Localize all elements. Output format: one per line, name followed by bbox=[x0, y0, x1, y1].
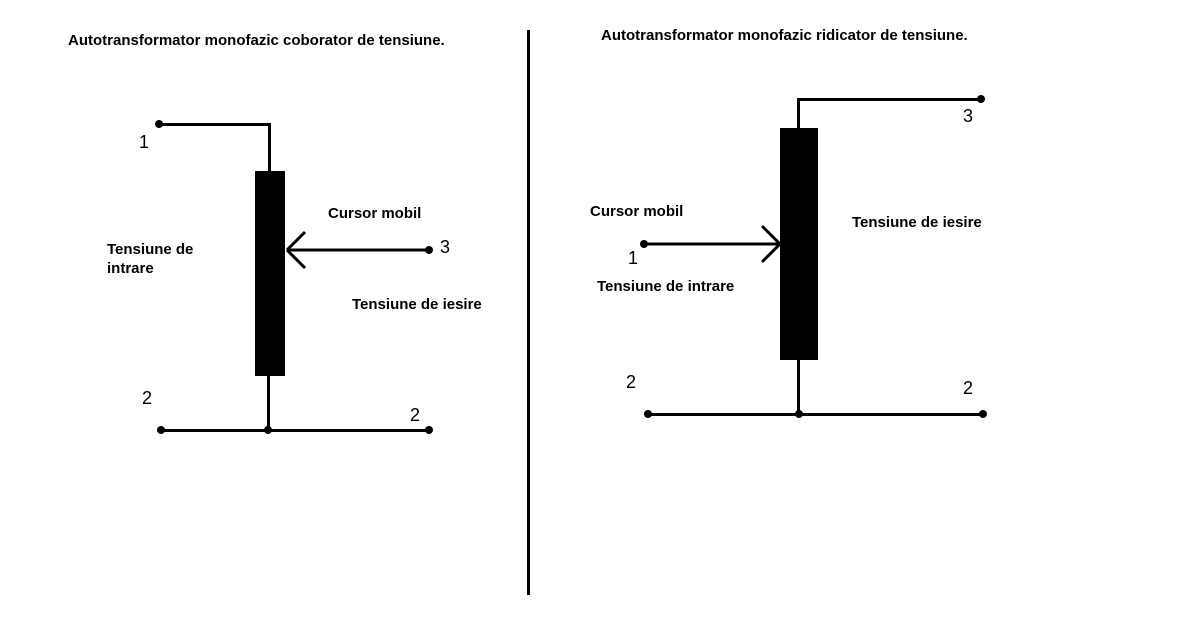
left-terminal-3-label: 3 bbox=[440, 237, 451, 257]
right-terminal-2-left-label: 2 bbox=[626, 372, 637, 392]
left-cursor-mobil-label: Cursor mobil bbox=[328, 205, 422, 222]
right-terminal-3-wire-horizontal bbox=[799, 98, 981, 101]
right-winding-bar bbox=[780, 128, 818, 360]
right-terminal-2-right-dot bbox=[979, 410, 987, 418]
right-output-voltage-label: Tensiune de iesire bbox=[852, 214, 982, 231]
right-diagram-title: Autotransformator monofazic ridicator de… bbox=[601, 27, 968, 44]
left-output-voltage-label: Tensiune de iesire bbox=[352, 296, 482, 313]
left-terminal-3-dot bbox=[425, 246, 433, 254]
right-terminal-2-junction-dot bbox=[795, 410, 803, 418]
right-terminal-1-label: 1 bbox=[628, 248, 639, 268]
right-cursor-mobil-label: Cursor mobil bbox=[590, 203, 684, 220]
left-winding-bar bbox=[255, 171, 285, 376]
left-terminal-2-right-label: 2 bbox=[410, 405, 421, 425]
left-winding-bottom-wire bbox=[267, 376, 270, 431]
right-terminal-2-rail bbox=[648, 413, 983, 416]
right-terminal-3-label: 3 bbox=[963, 106, 974, 126]
left-terminal-1-wire-vertical bbox=[268, 123, 271, 172]
panel-divider-line bbox=[527, 30, 530, 595]
right-terminal-3-dot bbox=[977, 95, 985, 103]
left-terminal-1-wire-horizontal bbox=[159, 123, 271, 126]
left-terminal-2-left-label: 2 bbox=[142, 388, 153, 408]
left-terminal-2-junction-dot bbox=[264, 426, 272, 434]
left-terminal-2-rail bbox=[161, 429, 429, 432]
right-input-voltage-label: Tensiune de intrare bbox=[597, 278, 735, 295]
left-terminal-2-right-dot bbox=[425, 426, 433, 434]
right-cursor-arrow-icon bbox=[644, 224, 782, 264]
left-diagram-title: Autotransformator monofazic coborator de… bbox=[68, 32, 445, 49]
right-terminal-1-dot bbox=[640, 240, 648, 248]
right-terminal-2-right-label: 2 bbox=[963, 378, 974, 398]
left-terminal-2-left-dot bbox=[157, 426, 165, 434]
right-winding-bottom-wire bbox=[797, 360, 800, 415]
right-terminal-3-wire-vertical bbox=[797, 98, 800, 128]
left-input-voltage-label: Tensiune de intrare bbox=[107, 241, 194, 277]
right-terminal-2-left-dot bbox=[644, 410, 652, 418]
left-cursor-arrow-icon bbox=[285, 230, 429, 270]
left-terminal-1-label: 1 bbox=[139, 132, 150, 152]
